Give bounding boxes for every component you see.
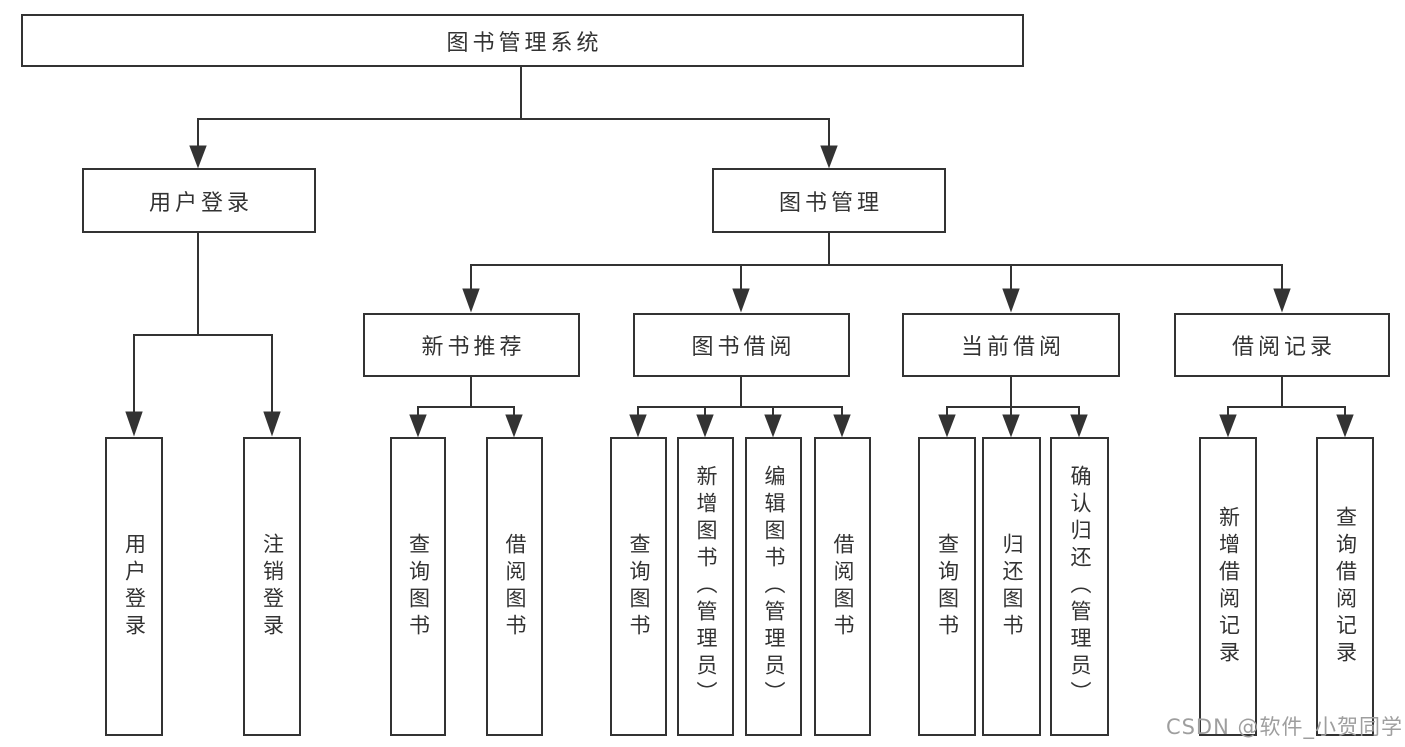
leaf-borrow-books-recommend: 借阅图书	[486, 437, 543, 736]
leaf-add-borrow-record-label: 新增借阅记录	[1216, 505, 1241, 668]
connector-new-book-rec-children	[409, 377, 523, 438]
leaf-query-books-current: 查询图书	[918, 437, 976, 736]
connector-user-login-children	[125, 233, 281, 437]
node-book-management-label: 图书管理	[778, 190, 883, 216]
node-current-borrow-label: 当前借阅	[960, 335, 1065, 360]
leaf-query-books-recommend-label: 查询图书	[406, 532, 431, 641]
leaf-borrow-books-recommend-label: 借阅图书	[503, 532, 527, 641]
leaf-confirm-return-admin-label: 确认归还（管理员）	[1068, 465, 1092, 708]
connector-root-to-level2	[189, 67, 838, 169]
leaf-logout-label: 注销登录	[260, 532, 285, 641]
node-user-login-label: 用户登录	[148, 190, 253, 216]
node-book-management: 图书管理	[712, 168, 946, 233]
leaf-query-borrow-record: 查询借阅记录	[1316, 437, 1374, 736]
leaf-borrow-books-label: 借阅图书	[831, 532, 855, 641]
node-root-system-label: 图书管理系统	[446, 30, 603, 56]
node-book-borrow-label: 图书借阅	[691, 335, 796, 360]
leaf-add-books-admin: 新增图书（管理员）	[677, 437, 734, 736]
node-new-book-recommend: 新书推荐	[363, 313, 580, 377]
connector-current-borrow-children	[938, 377, 1088, 438]
leaf-query-books-borrow-label: 查询图书	[627, 532, 651, 641]
leaf-user-login: 用户登录	[105, 437, 163, 736]
node-borrow-records-label: 借阅记录	[1231, 335, 1336, 360]
node-root-system: 图书管理系统	[21, 14, 1024, 67]
node-book-borrow: 图书借阅	[633, 313, 850, 377]
leaf-return-books-label: 归还图书	[1000, 532, 1024, 641]
leaf-borrow-books: 借阅图书	[814, 437, 871, 736]
leaf-add-borrow-record: 新增借阅记录	[1199, 437, 1257, 736]
leaf-edit-books-admin-label: 编辑图书（管理员）	[762, 465, 786, 708]
leaf-confirm-return-admin: 确认归还（管理员）	[1050, 437, 1109, 736]
csdn-watermark: CSDN @软件_小贺同学	[1165, 715, 1403, 739]
leaf-add-books-admin-label: 新增图书（管理员）	[694, 465, 718, 708]
leaf-query-borrow-record-label: 查询借阅记录	[1333, 505, 1358, 668]
connector-book-mgmt-to-level3	[462, 233, 1291, 313]
node-current-borrow: 当前借阅	[902, 313, 1120, 377]
node-user-login: 用户登录	[82, 168, 316, 233]
leaf-query-books-current-label: 查询图书	[935, 532, 960, 641]
leaf-query-books-recommend: 查询图书	[390, 437, 446, 736]
connector-borrow-record-children	[1219, 377, 1354, 438]
node-new-book-recommend-label: 新书推荐	[421, 335, 526, 360]
leaf-logout: 注销登录	[243, 437, 301, 736]
leaf-edit-books-admin: 编辑图书（管理员）	[745, 437, 802, 736]
connector-book-borrow-children	[629, 377, 851, 438]
leaf-return-books: 归还图书	[982, 437, 1041, 736]
node-borrow-records: 借阅记录	[1174, 313, 1390, 377]
leaf-query-books-borrow: 查询图书	[610, 437, 667, 736]
leaf-user-login-label: 用户登录	[122, 532, 147, 641]
